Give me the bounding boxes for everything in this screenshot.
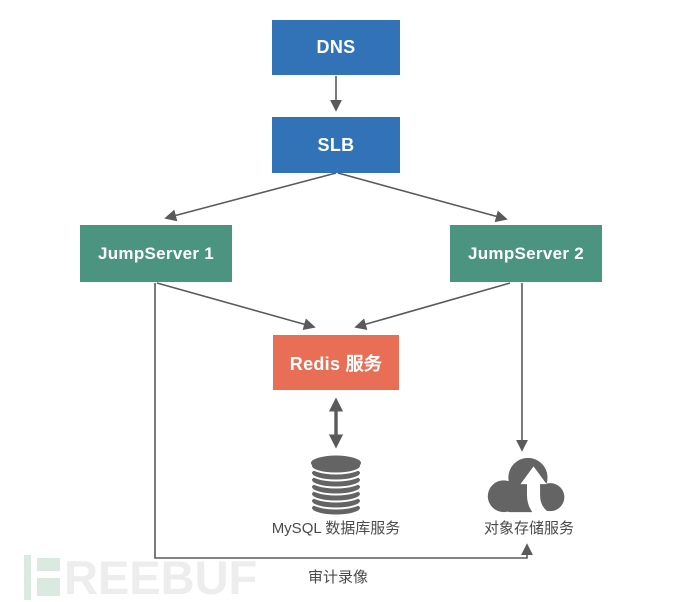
cloud-upload-icon	[487, 457, 565, 515]
mysql-service-label: MySQL 数据库服务	[271, 520, 401, 537]
node-slb-label: SLB	[317, 134, 355, 155]
watermark-bar	[24, 555, 31, 600]
node-jumpserver-1-label: JumpServer 1	[97, 243, 215, 263]
node-jumpserver-2-label: JumpServer 2	[467, 243, 585, 263]
node-dns: DNS	[272, 20, 400, 75]
object-storage-service-label: 对象存储服务	[483, 520, 574, 537]
node-jumpserver-1: JumpServer 1	[80, 225, 232, 282]
node-dns-label: DNS	[316, 37, 356, 57]
audit-recording-edge-label: 审计录像	[308, 569, 369, 586]
node-slb: SLB	[272, 117, 400, 173]
node-redis-service-label: Redis 服务	[289, 353, 383, 374]
node-redis-service: Redis 服务	[273, 335, 399, 390]
freebuf-watermark-logo: REEBUF	[24, 551, 258, 602]
node-jumpserver-2: JumpServer 2	[450, 225, 602, 282]
database-cylinder-icon	[310, 455, 362, 517]
watermark-text: REEBUF	[64, 551, 258, 602]
watermark-f-glyph	[37, 558, 60, 596]
